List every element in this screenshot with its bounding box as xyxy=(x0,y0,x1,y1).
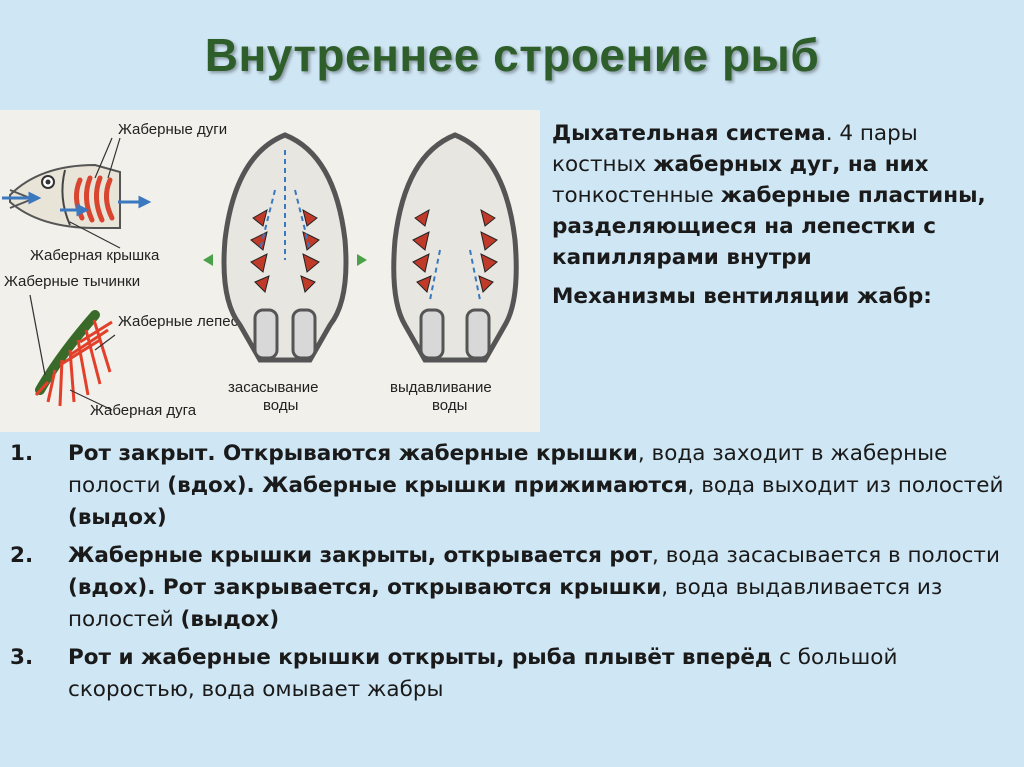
label-gill-cover: Жаберная крышка xyxy=(30,247,160,264)
list-plain: , вода заходит в жаберные полости xyxy=(68,441,948,498)
respiratory-paragraph: Дыхательная система. 4 пары костных жабе… xyxy=(552,118,1012,273)
respiratory-text-4: жаберные пластины, разделяющиеся на лепе… xyxy=(552,183,986,270)
list-bold: Жаберные крышки закрыты, открывается рот xyxy=(68,543,653,568)
label-gill-arches: Жаберные дуги xyxy=(118,121,227,138)
list-number: 2. xyxy=(10,543,34,568)
ventilation-heading: Механизмы вентиляции жабр: xyxy=(552,281,1012,312)
list-item: 2. Жаберные крышки закрыты, открывается … xyxy=(10,540,1015,636)
respiratory-text-1: . 4 пары костных xyxy=(552,121,918,177)
list-item: 3. Рот и жаберные крышки открыты, рыба п… xyxy=(10,642,1015,706)
label-gill-arch: Жаберная дуга xyxy=(90,402,197,419)
list-item-text: Рот и жаберные крышки открыты, рыба плыв… xyxy=(68,642,1015,706)
gill-diagram: Жаберные дуги Жаберная крышка Жаберные т… xyxy=(0,110,540,432)
list-plain: , вода выходит из полостей xyxy=(687,473,1004,498)
label-suction-2: воды xyxy=(263,397,298,414)
list-bold: (выдох) xyxy=(68,505,167,530)
label-squeeze-2: воды xyxy=(432,397,467,414)
list-item-text: Рот закрыт. Открываются жаберные крышки,… xyxy=(68,438,1015,534)
label-suction: засасывание xyxy=(228,379,319,396)
list-plain: , вода засасывается в полости xyxy=(652,543,1000,568)
page-title: Внутреннее строение рыб xyxy=(204,29,820,81)
list-plain: , вода выдавливается из полостей xyxy=(68,575,943,632)
label-gill-rakers: Жаберные тычинки xyxy=(4,273,140,290)
ventilation-heading-text: Механизмы вентиляции жабр: xyxy=(552,284,932,309)
gill-arch-illustration xyxy=(29,294,116,411)
label-gill-filaments: Жаберные лепестки xyxy=(118,313,260,330)
suction-cross-section xyxy=(203,132,367,363)
list-plain: с большой скоростью, вода омывает жабры xyxy=(68,645,898,702)
fish-head-illustration xyxy=(2,137,152,249)
list-item: 1. Рот закрыт. Открываются жаберные крыш… xyxy=(10,438,1015,534)
list-bold: (вдох). Жаберные крышки прижимаются xyxy=(167,473,688,498)
list-item-text: Жаберные крышки закрыты, открывается рот… xyxy=(68,540,1015,636)
list-bold: (выдох) xyxy=(180,607,280,632)
respiratory-description: Дыхательная система. 4 пары костных жабе… xyxy=(552,118,1012,320)
respiratory-text-3: тонкостенные xyxy=(552,183,721,208)
gill-diagram-svg: Жаберные дуги Жаберная крышка Жаберные т… xyxy=(2,121,519,419)
ventilation-list: 1. Рот закрыт. Открываются жаберные крыш… xyxy=(10,438,1015,712)
respiratory-heading: Дыхательная система xyxy=(552,121,826,146)
list-bold: (вдох). Рот закрывается, открываются кры… xyxy=(68,575,662,600)
respiratory-text-2: жаберных дуг, на них xyxy=(653,152,929,177)
list-bold: Рот закрыт. Открываются жаберные крышки xyxy=(68,441,638,466)
label-squeeze: выдавливание xyxy=(390,379,492,396)
list-bold: Рот и жаберные крышки открыты, рыба плыв… xyxy=(68,645,773,670)
squeeze-cross-section xyxy=(391,132,519,363)
list-number: 1. xyxy=(10,441,34,466)
list-number: 3. xyxy=(10,645,34,670)
